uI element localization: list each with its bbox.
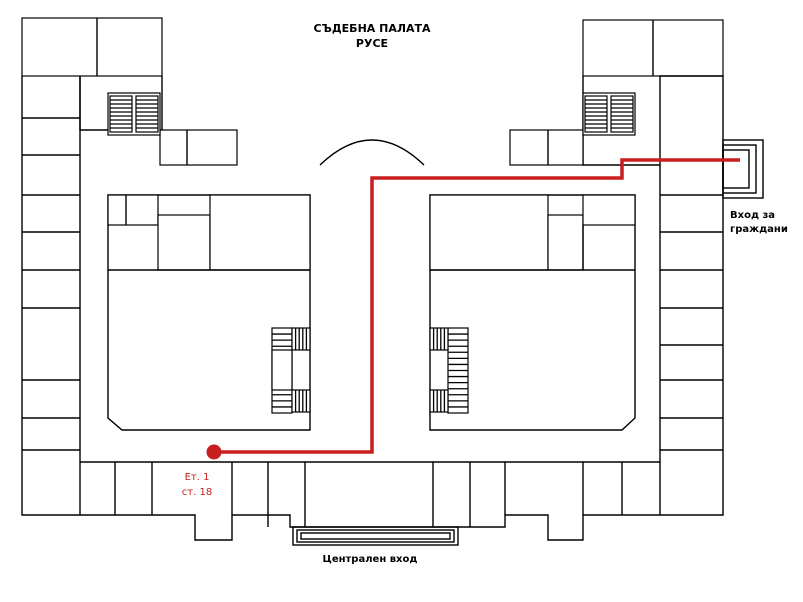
outer-walls <box>21 17 724 541</box>
room-top-left <box>21 17 163 77</box>
inner-block-left <box>107 194 311 431</box>
central-entrance-label: Централен вход <box>323 554 418 565</box>
stairs-top-right <box>582 92 636 136</box>
citizens-entrance-label-line2: граждани <box>730 224 788 235</box>
left-wing-rooms <box>22 117 80 451</box>
route-path <box>214 158 740 454</box>
right-wing-rooms <box>660 194 723 451</box>
destination-marker <box>206 444 222 460</box>
bottom-rooms <box>79 455 661 527</box>
central-entrance-steps <box>292 526 459 546</box>
building-title-line2: РУСЕ <box>356 37 388 50</box>
building-title-line1: СЪДЕБНА ПАЛАТА <box>313 22 431 35</box>
citizens-entrance-label-line1: Вход за <box>730 210 775 221</box>
top-rooms <box>159 129 584 166</box>
citizens-entrance-steps <box>722 139 764 199</box>
destination-room-label: ст. 18 <box>182 487 212 498</box>
destination-floor-label: Ет. 1 <box>185 472 210 483</box>
stairs-top-left <box>107 92 161 136</box>
inner-block-right <box>429 194 636 431</box>
